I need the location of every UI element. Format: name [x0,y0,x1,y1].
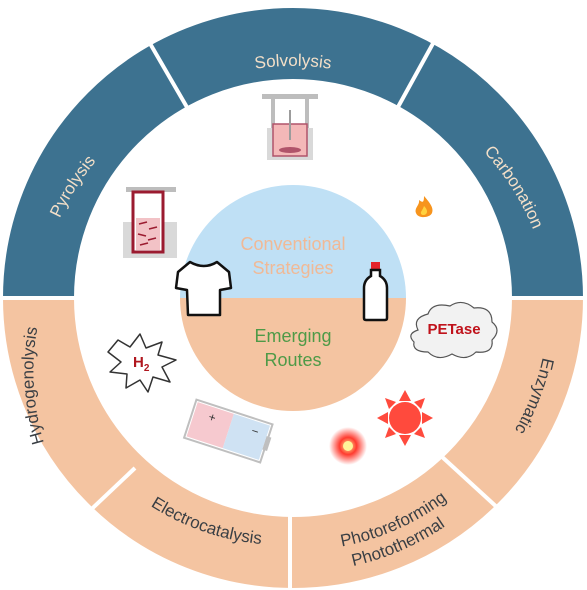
flame-icon [415,196,433,218]
battery-minus: − [250,424,261,439]
h2-subscript: 2 [144,363,150,374]
hydrogen-burst-icon: H2 [107,333,177,393]
center-top-line-2: Strategies [252,258,333,278]
svg-text:H2: H2 [133,354,150,374]
center-bottom-line-1: Emerging [254,326,331,346]
segment-label-solvolysis: Solvolysis [253,51,332,73]
outer-ring-bottom-half [0,296,587,590]
center-top-line-1: Conventional [240,234,345,254]
center-top-half [180,185,406,298]
pyrolysis-reactor-icon [123,187,177,258]
petase-label: PETase [427,321,480,338]
sun-icon [377,390,433,446]
h2-label: H [133,354,144,371]
battery-icon: + − [182,398,274,464]
center-bottom-half [180,298,406,411]
tshirt-icon [174,260,233,317]
petase-cloud-icon: PETase [410,301,498,359]
plastic-bottle-icon [362,262,389,322]
light-glow-icon [329,427,367,465]
outer-ring-top-half [0,4,587,300]
segment-dividers [0,37,587,590]
battery-plus: + [207,410,218,425]
center-bottom-line-2: Routes [264,350,321,370]
solvolysis-reactor-icon [262,94,318,160]
